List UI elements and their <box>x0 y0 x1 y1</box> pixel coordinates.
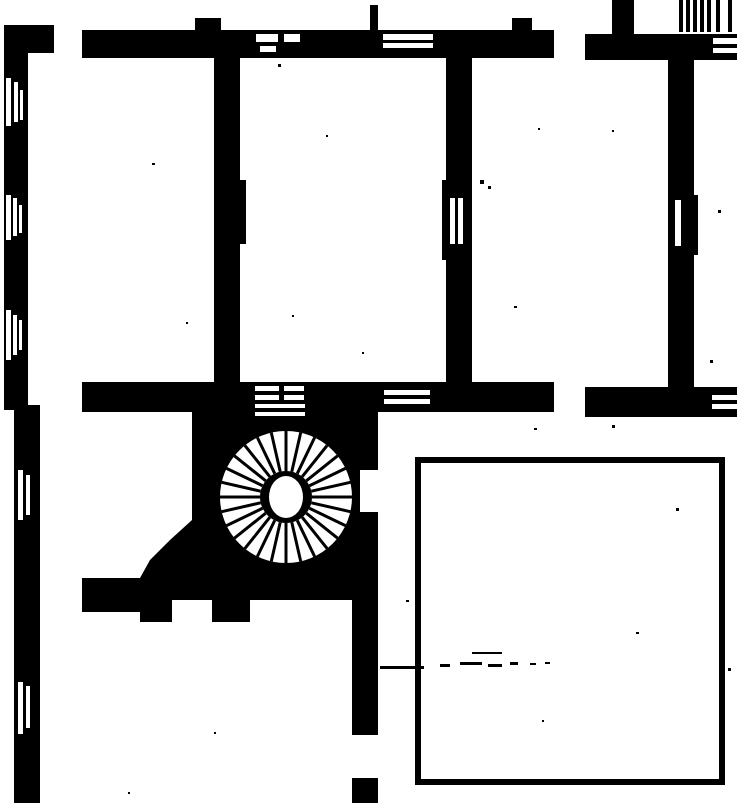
stair-steps <box>220 431 352 563</box>
middle-wall-windows <box>384 390 737 409</box>
stair-step <box>233 512 267 540</box>
partition-doors <box>232 180 698 260</box>
spiral-stair <box>216 427 356 567</box>
stair-step <box>301 444 329 478</box>
stair-step <box>301 516 329 550</box>
courtyard-dashed-line <box>380 652 550 669</box>
stair-step <box>225 467 264 488</box>
stair-step <box>256 436 277 475</box>
west-wall-windows <box>6 78 30 734</box>
stair-step <box>256 519 277 558</box>
north-wall <box>82 0 737 60</box>
stair-step <box>243 444 271 478</box>
stair-step <box>308 506 347 527</box>
stair-step <box>269 432 282 472</box>
north-east-grille <box>679 0 732 32</box>
scan-specks <box>44 40 731 794</box>
stair-step <box>243 516 271 550</box>
stair-step <box>269 522 282 562</box>
courtyard <box>415 457 725 785</box>
stair-step <box>221 501 261 514</box>
stair-step <box>290 522 303 562</box>
stair-step <box>295 519 316 558</box>
stair-landing-steps <box>255 386 305 416</box>
stair-step <box>225 506 264 527</box>
stair-step <box>305 512 339 540</box>
stair-step <box>221 480 261 493</box>
north-wall-windows <box>256 34 737 53</box>
stair-step <box>290 432 303 472</box>
stair-step <box>308 467 347 488</box>
stair-step <box>233 454 267 482</box>
stair-step <box>311 501 351 514</box>
stair-step <box>295 436 316 475</box>
stair-step <box>311 480 351 493</box>
stair-step <box>305 454 339 482</box>
